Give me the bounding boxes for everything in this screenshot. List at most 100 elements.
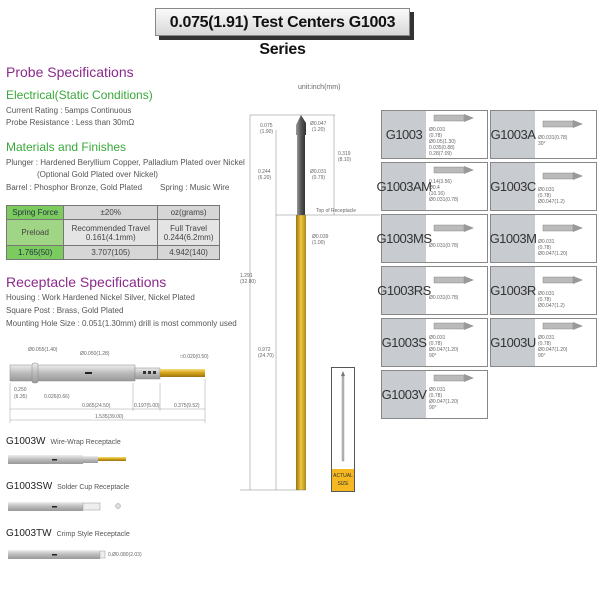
full-travel-value: 0.244(6.2mm) xyxy=(163,232,214,242)
electrical-heading: Electrical(Static Conditions) xyxy=(6,88,153,102)
tip-dim: Ø0.047(1.2) xyxy=(538,199,565,205)
tip-dim: Ø0.031 xyxy=(538,291,555,297)
dim-travel-mm: (6.20) xyxy=(258,175,271,181)
housing-spec: Housing : Work Hardened Nickel Silver, N… xyxy=(6,293,195,302)
variant-code: G1003SW xyxy=(6,481,53,492)
dim-collar-offset-mm: (6.35) xyxy=(14,394,27,400)
tip-shape xyxy=(433,114,474,122)
variant-drawings: 0.Ø0.080(2.03) xyxy=(8,455,142,559)
dim-collar: Ø0.055(1.40) xyxy=(28,347,58,353)
square-post-spec: Square Post : Brass, Gold Plated xyxy=(6,306,124,315)
spring-force-table: Spring Force±20%oz(grams) Preload Recomm… xyxy=(5,205,220,260)
tip-dim: Ø0.031(0.78) xyxy=(538,135,568,141)
tip-dim: Ø0.047(1.20) xyxy=(429,399,459,405)
page-title: 0.075(1.91) Test Centers G1003 Series xyxy=(155,8,410,58)
tip-code: G1003AM xyxy=(376,163,432,210)
tip-icon: Ø0.031(0.78)30° xyxy=(538,120,583,147)
tip-code: G1003M xyxy=(490,215,537,262)
full-force: 4.942(140) xyxy=(157,245,220,260)
tip-dim: (0.78) xyxy=(538,341,551,347)
tip-card-g1003ms: G1003MS Ø0.031(0.78) xyxy=(376,214,488,263)
dim-barrel-dia: Ø0.039 xyxy=(312,234,329,240)
tip-dim: 90° xyxy=(429,405,437,411)
actual-size-probe xyxy=(341,371,345,462)
tip-shape xyxy=(542,322,583,330)
dim-post-length: 0.375(9.52) xyxy=(174,403,200,409)
spring-spec: Spring : Music Wire xyxy=(160,183,230,192)
tip-card-g1003r: G1003R Ø0.031(0.78)Ø0.047(1.2) xyxy=(490,266,597,315)
tip-icon: Ø0.031(0.78)Ø0.047(1.20)90° xyxy=(538,322,583,359)
variant-desc: Solder Cup Receptacle xyxy=(57,484,130,491)
dim-tip-dia-mm: (1.20) xyxy=(312,127,325,133)
crimp-drawing: 0.Ø0.080(2.03) xyxy=(8,550,142,559)
tip-shape xyxy=(433,322,474,330)
tip-dim: 0.14(3.56) xyxy=(429,179,452,185)
tip-dim: Ø0.031 xyxy=(538,187,555,193)
tip-shape xyxy=(433,276,474,284)
dim-collar-width: 0.026(0.66) xyxy=(44,394,70,400)
tip-code: G1003C xyxy=(490,163,536,210)
tip-code: G1003 xyxy=(382,111,426,158)
plunger-spec: Plunger : Hardened Beryllium Copper, Pal… xyxy=(6,158,245,167)
tip-icon: Ø0.031(0.78)Ø0.05(1.30)0.035(0.88)0.28(7… xyxy=(429,114,474,157)
dim-body: Ø0.050(1.28) xyxy=(80,351,110,357)
tip-icon: Ø0.031(0.78)Ø0.047(1.20)90° xyxy=(429,374,474,411)
dim-collar-offset: 0.250 xyxy=(14,387,27,393)
tip-dim: (0.78) xyxy=(429,133,442,139)
tip-icon: 0.14(3.56)Ø0.4(10.16)Ø0.031(0.78) xyxy=(429,166,474,203)
dim-total-length: 1.291 xyxy=(240,273,253,279)
tip-icon: Ø0.031(0.78)Ø0.047(1.2) xyxy=(538,276,583,309)
tip-shape xyxy=(433,166,474,174)
probe-resistance: Probe Resistance : Less than 30mΩ xyxy=(6,118,135,127)
tip-code: G1003RS xyxy=(377,267,431,314)
tip-dim: 0.28(7.09) xyxy=(429,151,452,157)
actual-size-word1: ACTUAL xyxy=(333,473,353,479)
tip-dim: Ø0.047(1.2) xyxy=(538,303,565,309)
header-units: oz(grams) xyxy=(157,205,220,220)
dim-plunger-dia-mm: (0.79) xyxy=(312,175,325,181)
tip-dim: Ø0.031(0.78) xyxy=(429,243,459,249)
wire-wrap-drawing xyxy=(8,455,126,464)
dim-tip-length: 0.075 xyxy=(260,123,273,129)
tip-shape xyxy=(433,224,474,232)
tip-dim: (0.78) xyxy=(538,297,551,303)
plunger-option: (Optional Gold Plated over Nickel) xyxy=(37,170,158,179)
tip-dim: (0.78) xyxy=(538,193,551,199)
barrel-spec: Barrel : Phosphor Bronze, Gold Plated xyxy=(6,183,143,192)
recommended-travel-label: Recommended Travel xyxy=(71,223,150,233)
dim-extension-mm: (8.10) xyxy=(338,157,351,163)
tip-card-g1003m: G1003M Ø0.031(0.78)Ø0.047(1.20) xyxy=(490,214,597,263)
tip-card-g1003rs: G1003RS Ø0.031(0.78) xyxy=(377,266,488,315)
recommended-travel-value: 0.161(4.1mm) xyxy=(85,232,136,242)
dim-barrel-length-mm: (24.70) xyxy=(258,353,274,359)
dim-tail-length: 0.197(5.00) xyxy=(134,403,160,409)
crimp-dim: 0.Ø0.080(2.03) xyxy=(108,552,142,558)
variant-code: G1003W xyxy=(6,436,46,447)
tip-icon: Ø0.031(0.78) xyxy=(429,276,474,301)
tip-card-g1003v: G1003V Ø0.031(0.78)Ø0.047(1.20)90° xyxy=(381,370,488,419)
tip-dim: (0.78) xyxy=(429,393,442,399)
tip-dim: Ø0.031(0.78) xyxy=(429,197,459,203)
dim-travel: 0.244 xyxy=(258,169,271,175)
tip-dim: (10.16) xyxy=(429,191,445,197)
tip-code: G1003S xyxy=(382,319,427,366)
current-rating: Current Rating : 5amps Continuous xyxy=(6,106,132,115)
tip-code: G1003U xyxy=(490,319,536,366)
variant-desc: Crimp Style Receptacle xyxy=(56,531,130,538)
tip-dim: Ø0.4 xyxy=(429,185,440,191)
probe-drawing: unit:inch(mm) 0.075(1.90) Ø0.047(1.20) 0… xyxy=(240,84,380,491)
tip-card-g1003s: G1003S Ø0.031(0.78)Ø0.047(1.20)90° xyxy=(381,318,488,367)
recommended-force: 3.707(105) xyxy=(63,245,159,260)
tip-dim: Ø0.031(0.78) xyxy=(429,295,459,301)
full-travel-label: Full Travel xyxy=(170,223,208,233)
dim-barrel-length: 0.972 xyxy=(258,347,271,353)
tip-dim: Ø0.031 xyxy=(538,335,555,341)
dim-extension: 0.319 xyxy=(338,151,351,157)
tip-shape xyxy=(542,172,583,180)
tip-dim: Ø0.031 xyxy=(429,127,446,133)
tip-dim: (0.78) xyxy=(538,245,551,251)
dim-barrel-dia-mm: (1.00) xyxy=(312,240,325,246)
